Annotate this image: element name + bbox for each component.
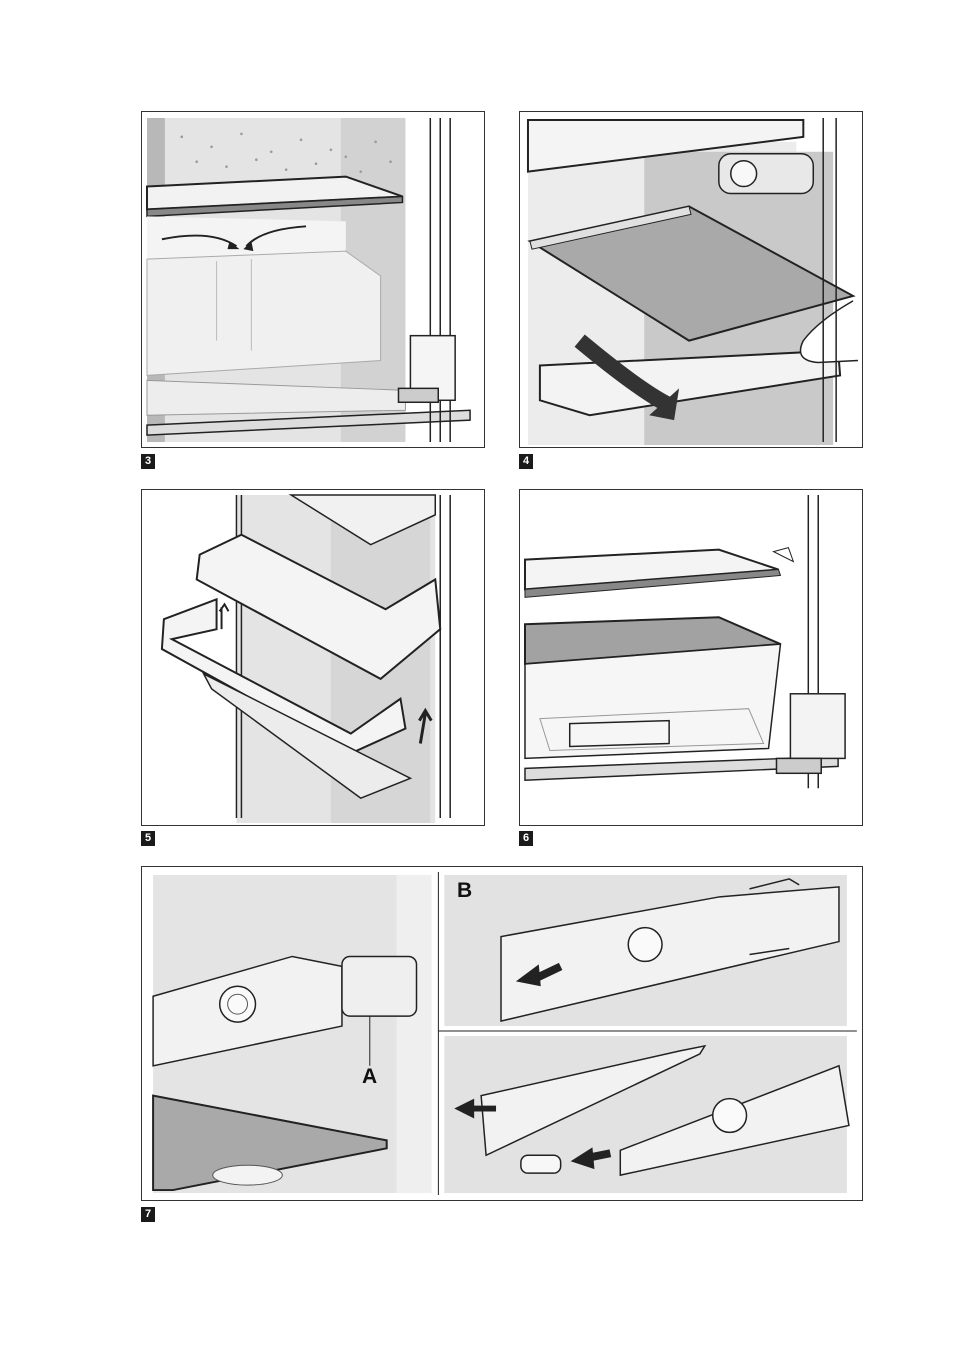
figure-3-illustration bbox=[141, 111, 485, 448]
light-bulb-replacement-drawing bbox=[142, 867, 862, 1200]
vegetable-container-drawing bbox=[520, 490, 862, 825]
figure-7-illustration: A B bbox=[141, 866, 863, 1201]
shelf-removal-drawing bbox=[520, 112, 862, 447]
figure-number-6: 6 bbox=[519, 831, 533, 846]
figure-number-4: 4 bbox=[519, 454, 533, 469]
figure-number-7: 7 bbox=[141, 1207, 155, 1222]
fridge-shelf-condensation-drawing bbox=[142, 112, 484, 447]
figure-4-illustration bbox=[519, 111, 863, 448]
door-shelf-removal-drawing bbox=[142, 490, 484, 825]
label-b: B bbox=[457, 879, 472, 903]
figure-number-5: 5 bbox=[141, 831, 155, 846]
figure-6-illustration bbox=[519, 489, 863, 826]
figure-number-3: 3 bbox=[141, 454, 155, 469]
label-a: A bbox=[362, 1065, 377, 1089]
figure-5-illustration bbox=[141, 489, 485, 826]
